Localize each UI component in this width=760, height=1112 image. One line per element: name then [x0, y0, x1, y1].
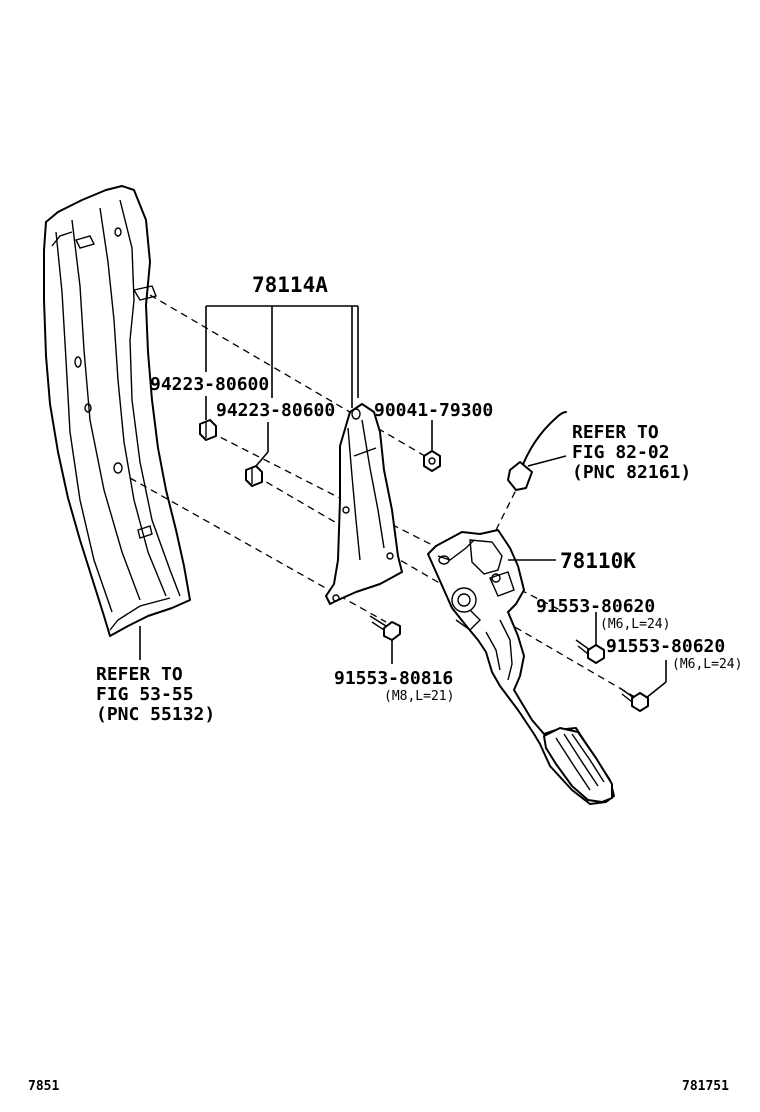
- clip-left: [199, 419, 217, 441]
- bolt-lower: [369, 615, 401, 641]
- refer-panel-line1: REFER TO: [96, 664, 183, 685]
- bolt-upper: [575, 639, 605, 664]
- footer-right-code: 781751: [682, 1079, 729, 1094]
- callout-bolt-upper: 91553-80620: [536, 596, 655, 617]
- refer-panel-line3: (PNC 55132): [96, 704, 215, 725]
- callout-bolt-bottom: 91553-80620: [606, 636, 725, 657]
- callout-bolt-bottom-spec: (M6,L=24): [672, 657, 742, 672]
- clip-right: [245, 465, 263, 487]
- callout-bolt-lower-spec: (M8,L=21): [384, 689, 454, 704]
- callout-clip-right: 94223-80600: [216, 400, 335, 421]
- leader-lines: [205, 305, 667, 699]
- stud-lower: [137, 525, 153, 539]
- refer-cable-line1: REFER TO: [572, 422, 659, 443]
- callout-78114A: 78114A: [252, 273, 328, 297]
- nut: [423, 450, 441, 472]
- callout-nut: 90041-79300: [374, 400, 493, 421]
- callout-bolt-upper-spec: (M6,L=24): [600, 617, 670, 632]
- pedal-assembly: [427, 529, 615, 805]
- pedal-bracket: [325, 403, 403, 605]
- footer-left-code: 7851: [28, 1079, 59, 1094]
- refer-panel-line2: FIG 53-55: [96, 684, 194, 705]
- stud-upper: [132, 285, 157, 301]
- floor-panel: [43, 185, 191, 637]
- callout-78110K: 78110K: [560, 549, 636, 573]
- bolt-bottom: [619, 687, 649, 712]
- callout-clip-left: 94223-80600: [150, 374, 269, 395]
- refer-cable-line3: (PNC 82161): [572, 462, 691, 483]
- refer-cable-line2: FIG 82-02: [572, 442, 670, 463]
- throttle-cable: [507, 411, 567, 491]
- callout-bolt-lower: 91553-80816: [334, 668, 453, 689]
